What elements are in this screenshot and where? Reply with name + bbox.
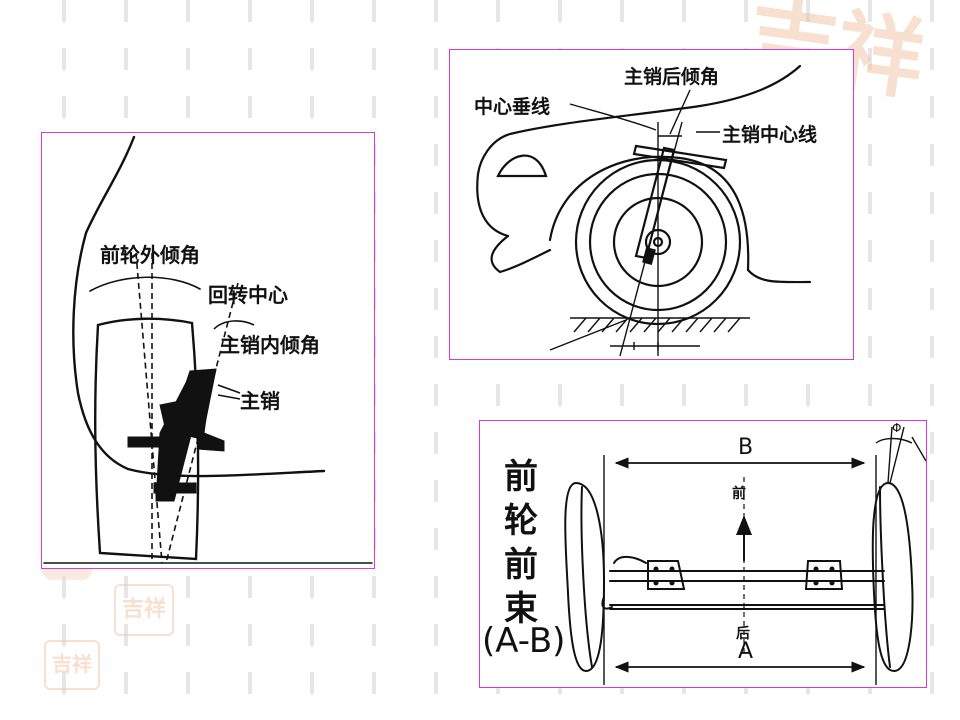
toe-in-drawing bbox=[564, 426, 926, 685]
label-vertical-center: 中心垂线 bbox=[474, 96, 551, 118]
label-phi: Φ bbox=[892, 421, 902, 435]
label-front: 前 bbox=[732, 486, 746, 502]
panel-camber-kingpin: 前轮外倾角 回转中心 主销内倾角 主销 bbox=[41, 132, 375, 569]
label-distance-a: A bbox=[738, 639, 754, 664]
stamp-small-2: 吉祥 bbox=[44, 640, 100, 690]
label-kingpin-centerline: 主销中心线 bbox=[722, 124, 818, 146]
toe-in-formula: (A-B) bbox=[482, 621, 566, 661]
label-caster: 主销后倾角 bbox=[624, 66, 720, 88]
label-camber: 前轮外倾角 bbox=[100, 243, 200, 267]
label-steering-center: 回转中心 bbox=[208, 283, 288, 307]
panel-caster: 主销后倾角 中心垂线 主销中心线 bbox=[449, 49, 854, 360]
camber-kingpin-drawing bbox=[43, 135, 373, 564]
stamp-small-1: 吉祥 bbox=[114, 584, 174, 636]
label-kingpin-inclination: 主销内倾角 bbox=[220, 333, 320, 357]
label-kingpin: 主销 bbox=[240, 389, 280, 413]
label-rear: 后 bbox=[736, 626, 750, 642]
toe-in-title: 前轮前束 bbox=[504, 457, 538, 629]
caster-drawing bbox=[476, 64, 812, 357]
panel-toe-in: 前轮前束 (A-B) B A 前 后 Φ bbox=[479, 420, 927, 688]
stamp-edge bbox=[42, 566, 92, 580]
label-distance-b: B bbox=[738, 435, 754, 460]
